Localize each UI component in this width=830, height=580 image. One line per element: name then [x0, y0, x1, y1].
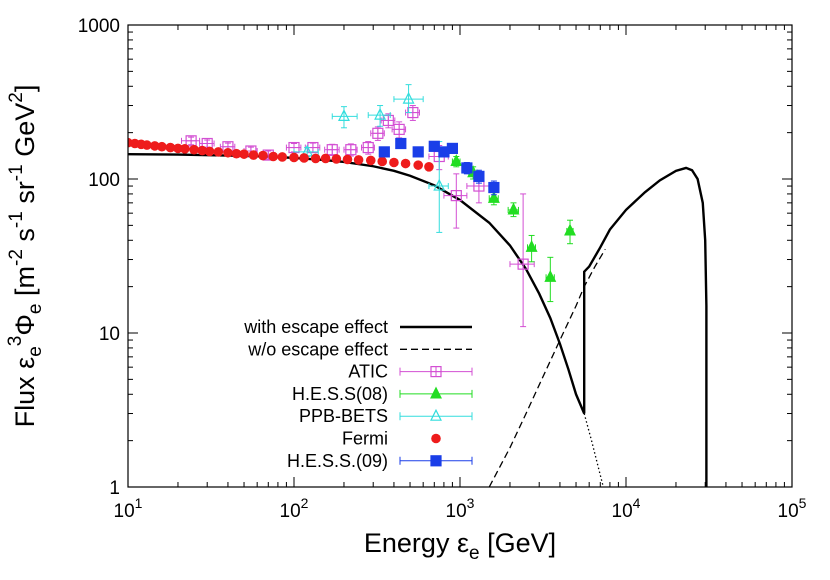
point-6-21 [299, 153, 309, 163]
point-6-6 [165, 142, 176, 153]
ticks-layer: 101 102 103 104 105 1 10 100 1000 [78, 16, 807, 522]
point-6-7 [173, 143, 183, 154]
point-4-2 [487, 190, 500, 203]
series-line-2 [583, 413, 604, 487]
point-6-26 [353, 155, 364, 165]
legend-label-0: with escape effect [243, 317, 388, 337]
y-tick-label: 100 [88, 170, 120, 191]
point-6-19 [277, 152, 288, 162]
y-tick-label: 10 [99, 324, 120, 345]
point-6-4 [149, 141, 160, 151]
point-6-28 [377, 156, 388, 167]
point-4-5 [544, 269, 557, 282]
point-7-5 [446, 142, 459, 155]
legend-label-1: w/o escape effect [247, 339, 388, 359]
point-6-17 [258, 150, 268, 161]
legend-marker-4 [430, 408, 442, 421]
point-4-4 [525, 239, 538, 252]
point-7-8 [488, 181, 500, 194]
point-6-23 [320, 153, 331, 164]
series-layer [128, 84, 708, 487]
point-6-8 [180, 144, 190, 154]
series-6 [128, 137, 434, 172]
x-axis-title: Energy εe [GeV] [364, 528, 556, 564]
y-axis-title: Flux εe3Φe [m-2 s-1 sr-1 GeV2] [5, 85, 46, 428]
legend-marker-5 [431, 433, 441, 444]
point-6-32 [424, 162, 434, 172]
series-4 [450, 154, 576, 303]
point-6-29 [389, 157, 399, 168]
point-7-0 [378, 146, 390, 158]
series-line-0 [128, 152, 708, 487]
series-0 [128, 152, 708, 487]
x-tick-label: 105 [778, 495, 807, 522]
legend-label-2: ATIC [348, 362, 388, 382]
y-tick-label: 1000 [78, 16, 120, 37]
legend-label-5: Fermi [342, 429, 388, 449]
point-6-5 [157, 141, 167, 152]
legend-label-3: H.E.S.S(08) [292, 384, 388, 404]
point-6-14 [231, 148, 242, 159]
point-5-3 [402, 91, 415, 104]
point-6-22 [310, 153, 321, 164]
x-tick-label: 101 [114, 495, 143, 522]
point-7-3 [428, 140, 440, 152]
point-6-25 [342, 154, 353, 165]
x-tick-label: 102 [280, 495, 309, 522]
point-7-6 [461, 162, 473, 174]
point-6-11 [204, 146, 215, 157]
point-6-18 [268, 151, 279, 162]
legend-marker-6 [430, 455, 442, 467]
point-4-0 [450, 154, 463, 167]
y-tick-label: 1 [109, 478, 120, 499]
series-2 [583, 413, 604, 487]
point-6-9 [189, 144, 199, 155]
point-6-20 [289, 152, 299, 163]
series-line-1 [488, 248, 606, 487]
point-5-4 [433, 178, 446, 191]
legend-label-6: H.E.S.S.(09) [287, 451, 388, 471]
point-6-3 [142, 140, 152, 150]
point-6-30 [400, 158, 411, 169]
plot-frame [127, 24, 793, 488]
point-4-3 [507, 202, 520, 215]
legend-marker-3 [430, 386, 442, 399]
point-6-15 [239, 149, 249, 159]
point-5-1 [338, 109, 350, 121]
point-7-7 [473, 170, 485, 182]
series-1 [488, 248, 606, 487]
point-6-10 [197, 145, 208, 156]
point-6-27 [365, 155, 376, 166]
point-6-13 [223, 147, 233, 158]
series-7 [378, 137, 500, 196]
point-6-24 [331, 154, 342, 164]
point-7-1 [395, 137, 407, 150]
legend-label-4: PPB-BETS [299, 406, 388, 426]
point-5-2 [374, 107, 387, 120]
point-4-6 [564, 223, 576, 236]
x-tick-label: 103 [446, 495, 475, 522]
point-7-2 [412, 146, 424, 158]
point-6-16 [248, 150, 259, 160]
x-tick-label: 104 [612, 495, 641, 522]
point-6-31 [413, 160, 423, 170]
point-6-12 [213, 147, 224, 157]
